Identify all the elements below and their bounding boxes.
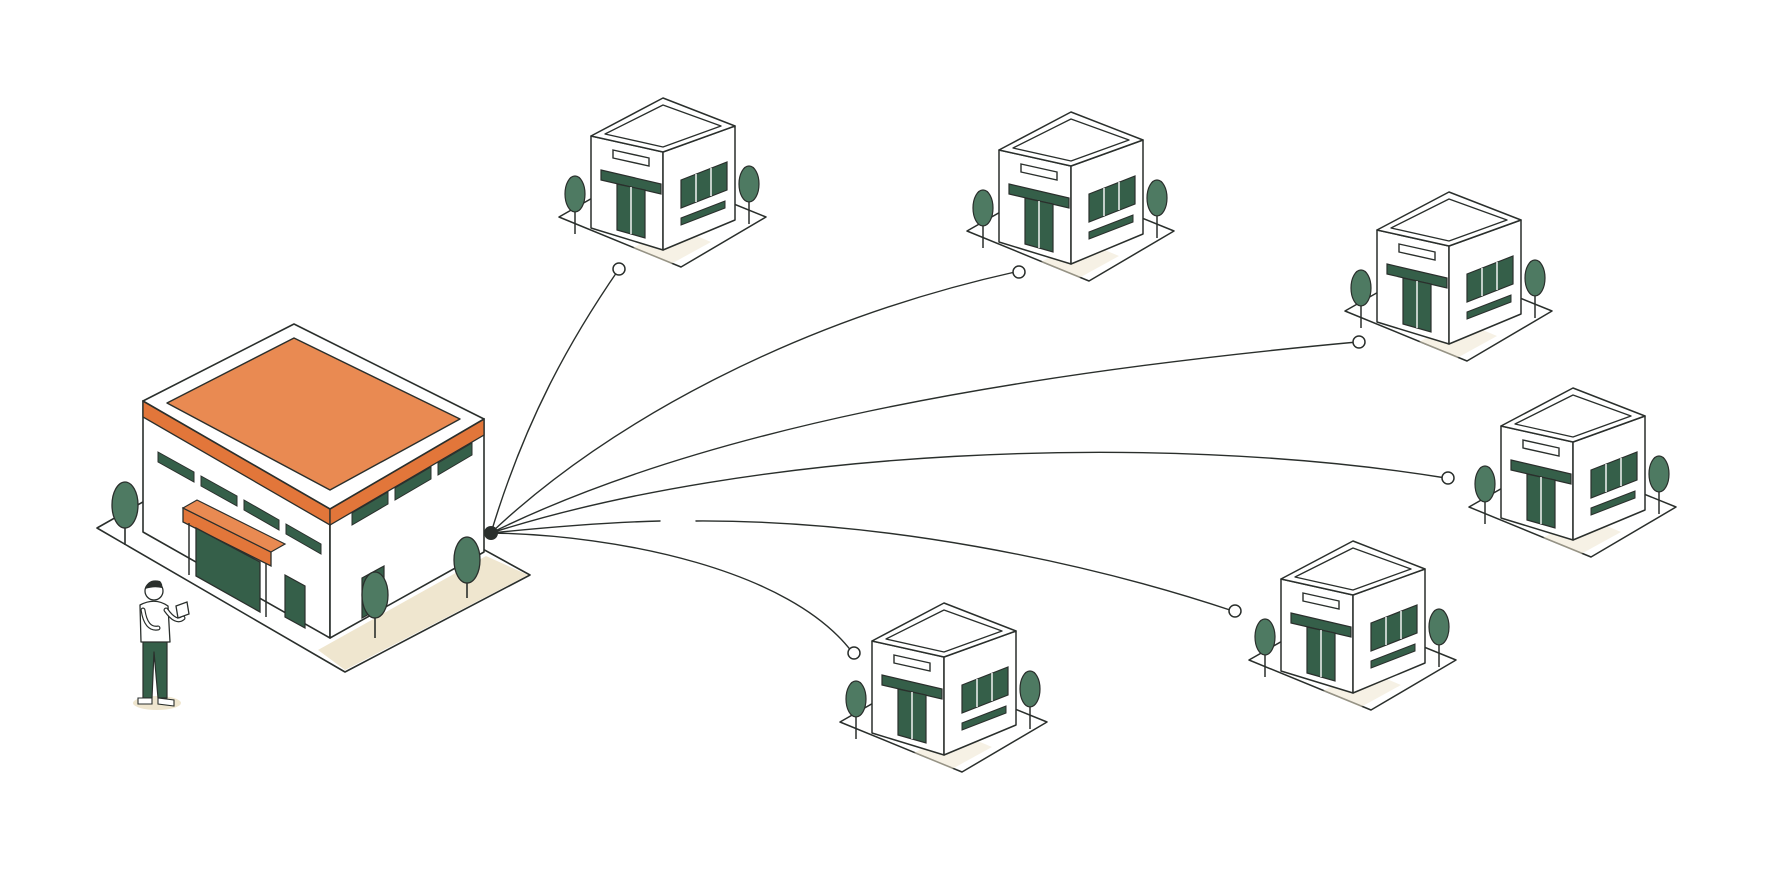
- warehouse-tree-right: [453, 536, 481, 598]
- endpoint-circle-1: [612, 262, 626, 276]
- connection-line-2: [490, 271, 1016, 534]
- warehouse-front-windows: [157, 451, 322, 555]
- warehouse-ground-tint: [318, 556, 528, 670]
- hub-origin-dot: [484, 526, 498, 540]
- store-icon: [1468, 387, 1677, 558]
- warehouse-tree-front: [361, 571, 389, 638]
- warehouse-roof: [166, 337, 461, 491]
- endpoint-circle-6: [847, 646, 861, 660]
- endpoint-circle-4: [1441, 471, 1455, 485]
- loading-dock-door: [195, 526, 261, 614]
- store-icon: [839, 602, 1048, 773]
- connection-line-6: [490, 532, 853, 653]
- connection-line-1: [490, 268, 620, 534]
- warehouse-side-windows: [351, 442, 473, 526]
- connection-line-5a: [490, 520, 661, 534]
- store-icon: [966, 111, 1175, 282]
- endpoint-circle-5: [1228, 604, 1242, 618]
- connection-endpoints: [612, 262, 1455, 660]
- warehouse-tree-left: [111, 481, 139, 545]
- distribution-warehouse-icon: [96, 323, 531, 673]
- connection-lines: [490, 268, 1447, 653]
- warehouse-front-door: [284, 573, 306, 630]
- endpoint-circle-2: [1012, 265, 1026, 279]
- store-icon: [1248, 540, 1457, 711]
- person-with-tablet-icon: [133, 580, 190, 710]
- store-icon: [1344, 191, 1553, 362]
- endpoint-circle-3: [1352, 335, 1366, 349]
- connection-line-4: [490, 451, 1447, 534]
- connection-line-5b: [695, 520, 1234, 612]
- tablet-icon: [175, 601, 190, 619]
- loading-dock-canopy-top: [181, 499, 287, 553]
- connection-line-3: [490, 341, 1358, 534]
- store-icon: [558, 97, 767, 268]
